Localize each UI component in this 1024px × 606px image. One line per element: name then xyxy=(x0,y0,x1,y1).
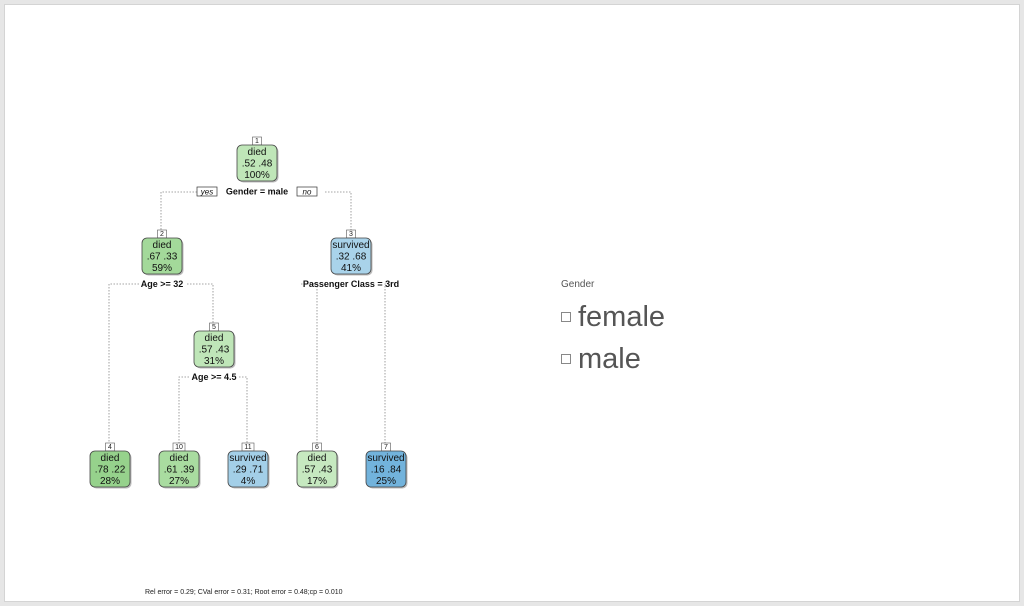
node-class-label: died xyxy=(308,453,327,464)
node-percentage: 31% xyxy=(204,356,224,367)
edge-1-3 xyxy=(325,191,352,235)
node-class-label: survived xyxy=(332,240,369,251)
tree-node-11: 11 survived.29 .714% xyxy=(227,442,270,489)
node-box xyxy=(227,450,269,488)
node-probabilities: .52 .48 xyxy=(242,159,273,170)
node-id-label: 1 xyxy=(255,138,259,145)
node-box xyxy=(193,330,235,368)
node-id-label: 2 xyxy=(160,231,164,238)
yes-box xyxy=(196,186,218,197)
legend-item-female[interactable]: female xyxy=(561,296,665,338)
split-node3: Passenger Class = 3rd xyxy=(303,279,399,289)
node-id-label: 10 xyxy=(175,444,183,451)
legend-label-female: female xyxy=(578,300,666,333)
node-class-label: died xyxy=(248,147,267,158)
node-box xyxy=(365,450,407,488)
node-id-label: 5 xyxy=(212,324,216,331)
yes-label: yes xyxy=(200,188,213,197)
error-summary: Rel error = 0.29; CVal error = 0.31; Roo… xyxy=(145,589,343,596)
node-box xyxy=(158,450,200,488)
plot-frame: yes no Gender = male Age >= 32 Passenger… xyxy=(4,4,1020,602)
split-node2: Age >= 32 xyxy=(141,279,184,289)
node-percentage: 59% xyxy=(152,263,172,274)
decision-tree-diagram: yes no Gender = male Age >= 32 Passenger… xyxy=(89,136,408,596)
node-probabilities: .78 .22 xyxy=(95,465,126,476)
node-percentage: 41% xyxy=(341,263,361,274)
node-class-label: died xyxy=(170,453,189,464)
split-labels: yes no Gender = male Age >= 32 Passenger… xyxy=(141,187,399,383)
node-class-label: died xyxy=(101,453,120,464)
legend-title: Gender xyxy=(561,279,595,290)
node-class-label: survived xyxy=(367,453,404,464)
node-id-label: 3 xyxy=(349,231,353,238)
node-id-label: 4 xyxy=(108,444,112,451)
node-percentage: 4% xyxy=(241,476,256,487)
legend-label-male: male xyxy=(578,342,641,375)
node-percentage: 25% xyxy=(376,476,396,487)
node-probabilities: .16 .84 xyxy=(371,465,402,476)
split-root: Gender = male xyxy=(226,187,288,197)
node-probabilities: .32 .68 xyxy=(336,252,367,263)
legend-swatch-female xyxy=(561,312,571,322)
edge-5-10 xyxy=(178,376,189,445)
edge-2-4 xyxy=(108,283,139,445)
node-box xyxy=(141,237,183,275)
node-percentage: 28% xyxy=(100,476,120,487)
edge-1-2 xyxy=(160,191,197,235)
node-box xyxy=(296,450,338,488)
tree-edges xyxy=(108,191,395,445)
no-box xyxy=(296,186,318,197)
node-class-label: died xyxy=(205,333,224,344)
legend-item-male[interactable]: male xyxy=(561,338,665,380)
node-percentage: 100% xyxy=(244,170,270,181)
node-box xyxy=(89,450,131,488)
node-percentage: 27% xyxy=(169,476,189,487)
no-label: no xyxy=(303,188,312,197)
node-id-label: 11 xyxy=(244,444,251,451)
edge-3-6 xyxy=(301,283,318,445)
node-id-label: 6 xyxy=(315,444,319,451)
edge-3-7 xyxy=(384,283,395,445)
node-probabilities: .57 .43 xyxy=(199,345,230,356)
node-percentage: 17% xyxy=(307,476,327,487)
edge-5-11 xyxy=(239,376,248,445)
node-class-label: died xyxy=(153,240,172,251)
node-box xyxy=(236,144,278,182)
node-box xyxy=(330,237,372,275)
split-node5: Age >= 4.5 xyxy=(191,372,236,382)
node-probabilities: .29 .71 xyxy=(233,465,264,476)
node-probabilities: .67 .33 xyxy=(147,252,178,263)
node-class-label: survived xyxy=(229,453,266,464)
legend: Gender female male xyxy=(561,279,665,380)
edge-2-5 xyxy=(187,283,214,326)
legend-swatch-male xyxy=(561,354,571,364)
node-probabilities: .57 .43 xyxy=(302,465,333,476)
node-id-label: 7 xyxy=(384,444,388,451)
node-probabilities: .61 .39 xyxy=(164,465,195,476)
